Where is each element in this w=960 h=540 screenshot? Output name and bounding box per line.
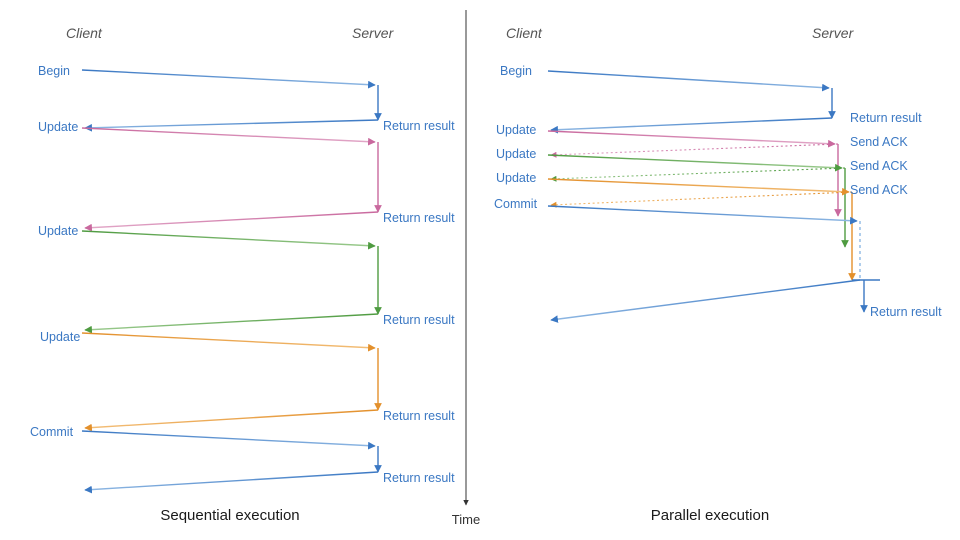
server-message-label: Return result — [383, 119, 455, 133]
reply-arrow — [84, 119, 379, 132]
request-arrow — [547, 178, 850, 196]
request-arrow — [547, 70, 830, 92]
request-arrow — [81, 230, 376, 250]
server-message-label: Send ACK — [850, 183, 908, 197]
time-axis-label: Time — [452, 512, 480, 527]
reply-arrow — [550, 279, 861, 323]
request-arrow — [547, 130, 836, 148]
reply-arrow — [84, 313, 379, 334]
reply-arrow — [84, 409, 379, 432]
panel-caption: Sequential execution — [160, 507, 299, 524]
time-axis-layer: Time — [452, 10, 480, 527]
server-message-label: Return result — [850, 111, 922, 125]
request-arrow — [81, 430, 376, 450]
lane-label-server: Server — [812, 25, 855, 41]
request-arrow — [81, 332, 376, 352]
server-message-label: Send ACK — [850, 159, 908, 173]
client-message-label: Update — [40, 330, 80, 344]
request-arrow — [547, 154, 843, 172]
client-message-label: Begin — [38, 64, 70, 78]
server-message-label: Return result — [383, 471, 455, 485]
client-message-label: Commit — [30, 425, 74, 439]
client-message-label: Update — [496, 171, 536, 185]
server-message-label: Return result — [383, 313, 455, 327]
server-message-label: Send ACK — [850, 135, 908, 149]
reply-arrow — [84, 471, 379, 494]
ack-arrow — [550, 191, 853, 208]
client-message-label: Begin — [500, 64, 532, 78]
panel-caption: Parallel execution — [651, 507, 769, 524]
server-message-label: Return result — [383, 211, 455, 225]
server-message-label: Return result — [870, 305, 942, 319]
reply-arrow — [84, 211, 379, 232]
lane-label-client: Client — [66, 25, 103, 41]
lane-label-server: Server — [352, 25, 395, 41]
ack-arrow — [550, 167, 846, 182]
reply-arrow — [550, 117, 833, 134]
client-message-label: Update — [496, 147, 536, 161]
request-arrow — [81, 69, 376, 89]
client-message-label: Update — [38, 120, 78, 134]
server-message-label: Return result — [383, 409, 455, 423]
lane-label-client: Client — [506, 25, 543, 41]
ack-arrow — [550, 143, 839, 158]
commit-join — [852, 279, 880, 313]
client-message-label: Update — [496, 123, 536, 137]
client-message-label: Update — [38, 224, 78, 238]
request-arrow — [81, 127, 376, 146]
request-arrow — [547, 205, 858, 225]
client-message-label: Commit — [494, 197, 538, 211]
